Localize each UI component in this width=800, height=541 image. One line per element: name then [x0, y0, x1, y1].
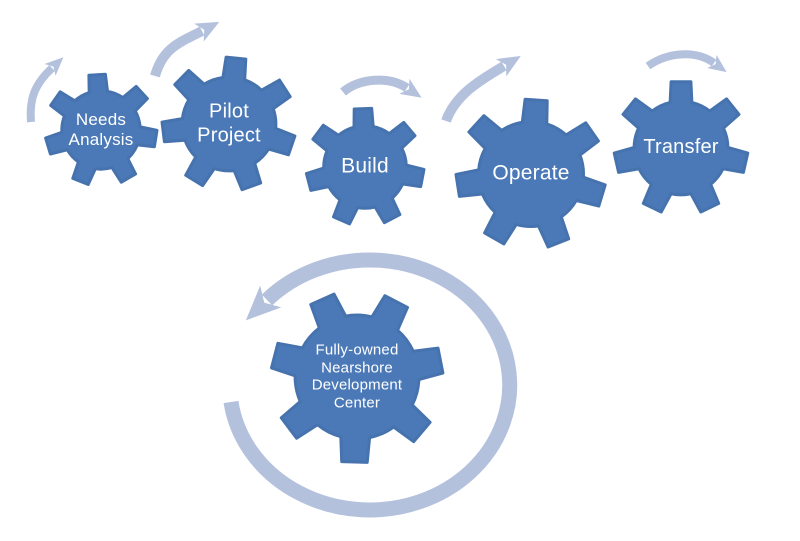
gear-build [304, 106, 426, 226]
gear-pilot-project [160, 55, 297, 192]
gear-operate [454, 97, 607, 249]
curved-arrow-operate-to-transfer [645, 50, 727, 73]
curved-arrow-before-needs-analysis [26, 57, 64, 123]
circular-arrow-around-center-gear [223, 252, 518, 518]
gears-layer [44, 55, 750, 464]
gear-transfer [612, 80, 750, 214]
curved-arrow-pilot-project-to-build [340, 75, 422, 98]
curved-arrow-needs-analysis-to-pilot-project [150, 21, 220, 78]
gear-needs-analysis [44, 72, 159, 186]
curved-arrow-build-to-operate [441, 55, 521, 123]
arrows-layer [26, 21, 727, 518]
gear-center [270, 292, 445, 464]
